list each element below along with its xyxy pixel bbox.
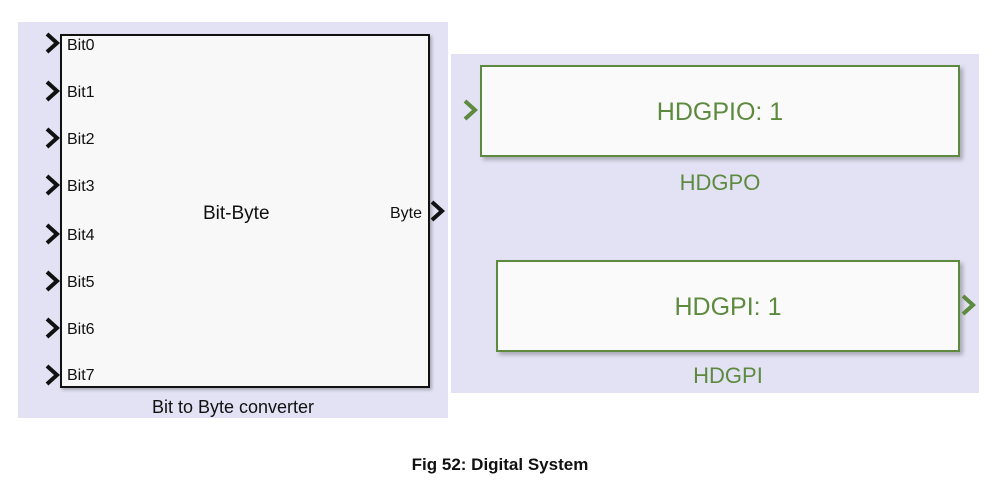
input-port-arrow-icon[interactable] — [44, 223, 60, 245]
output-port-arrow-icon[interactable] — [429, 200, 445, 222]
input-port-label: Bit0 — [67, 37, 95, 54]
input-port-arrow-icon[interactable] — [44, 174, 60, 196]
output-port-label: Byte — [389, 205, 422, 222]
block-text: HDGPI: 1 — [674, 293, 782, 321]
input-port-arrow-icon[interactable] — [44, 270, 60, 292]
input-port-arrow-icon[interactable] — [44, 364, 60, 386]
input-port-label: Bit5 — [67, 274, 95, 291]
block-caption: Bit to Byte converter — [151, 397, 315, 417]
input-port-arrow-icon[interactable] — [44, 80, 60, 102]
figure-caption: Fig 52: Digital System — [411, 455, 589, 474]
block-caption: HDGPI — [693, 363, 763, 388]
hdgpo-block[interactable]: HDGPIO: 1 — [480, 65, 960, 157]
hdgpi-block[interactable]: HDGPI: 1 — [496, 260, 960, 352]
input-port-label: Bit1 — [67, 84, 95, 101]
input-port-label: Bit3 — [67, 178, 95, 195]
input-port-arrow-icon[interactable] — [44, 127, 60, 149]
output-port-arrow-icon[interactable] — [960, 294, 976, 316]
block-text: HDGPIO: 1 — [656, 98, 784, 126]
input-port-label: Bit2 — [67, 131, 95, 148]
input-port-label: Bit7 — [67, 367, 95, 384]
input-port-label: Bit4 — [67, 227, 95, 244]
block-caption: HDGPO — [679, 170, 761, 195]
input-port-arrow-icon[interactable] — [44, 32, 60, 54]
input-port-arrow-icon[interactable] — [44, 317, 60, 339]
block-name: Bit-Byte — [203, 203, 270, 224]
input-port-arrow-icon[interactable] — [462, 99, 478, 121]
input-port-label: Bit6 — [67, 321, 95, 338]
bit-byte-block[interactable]: Bit0 Bit1 Bit2 Bit3 Bit4 Bit5 Bit6 Bit7 … — [60, 34, 430, 388]
